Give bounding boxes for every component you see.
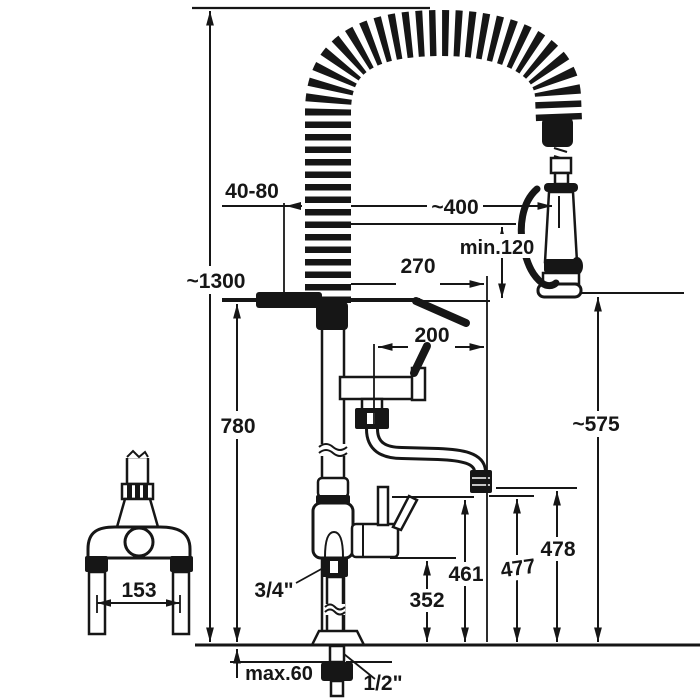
dim-spray-rest-height [576, 292, 684, 642]
mount-shank [328, 644, 346, 664]
dim-outlet-352 [390, 557, 456, 642]
detail-pipe-cut-mask [123, 450, 152, 458]
detail-collar-rib-1 [127, 485, 132, 498]
svg-text:477: 477 [499, 555, 537, 583]
spray-head [517, 117, 583, 299]
label-outlet-477: 477 [497, 553, 539, 583]
head-collar [549, 156, 573, 175]
hose-end-fitting [316, 302, 348, 330]
detail-collar-rib-3 [143, 485, 148, 498]
bracket-clamp [256, 292, 322, 308]
dimension-lines [96, 6, 700, 680]
detail-clamp-right [170, 556, 193, 572]
dim-inlet-spread [96, 595, 181, 613]
dimension-labels: ~1300 780 ~575 40-80 ~400 min.120 270 20… [121, 180, 623, 695]
head-band [544, 259, 578, 273]
label-wall-clearance: 40-80 [225, 180, 279, 203]
detail-clamp-left [85, 556, 108, 572]
dim-spout-reach [373, 343, 484, 428]
label-riser-height: 780 [216, 411, 260, 439]
dim-outlet-477 [489, 495, 534, 642]
label-total-height: ~1300 [183, 266, 249, 294]
lower-lever [391, 494, 419, 532]
swivel-spout-inner [368, 428, 484, 477]
leader-mount-thread [343, 653, 376, 680]
svg-text:~575: ~575 [572, 413, 620, 436]
hose-coupling [542, 117, 573, 147]
leader-supply-thread [295, 566, 326, 584]
mounting-nut [321, 662, 353, 681]
label-supply-thread: 3/4" [254, 579, 293, 602]
label-mount-thread: 1/2" [363, 672, 402, 695]
faucet-fixture [309, 298, 492, 698]
head-stem [553, 171, 570, 186]
base-flange [309, 629, 367, 647]
pipe-break-upper [318, 443, 348, 457]
lower-valve-body [311, 501, 355, 560]
detail-pipe [125, 455, 150, 486]
label-outlet-352: 352 [408, 589, 446, 612]
label-deck-thickness: max.60 [245, 663, 313, 685]
head-shoulder [544, 183, 578, 192]
spout-union-nut-mark [367, 413, 375, 424]
bracket-arm [412, 297, 470, 327]
detail-neck [115, 497, 160, 529]
label-spout-reach: 200 [414, 324, 449, 347]
svg-text:min.120: min.120 [460, 237, 534, 259]
head-body [543, 190, 579, 264]
svg-text:~1300: ~1300 [187, 270, 246, 293]
label-spray-rest-height: ~575 [570, 411, 623, 437]
detail-center-boss [123, 526, 155, 558]
label-inlet-spread: 153 [121, 579, 156, 602]
upper-lever [410, 342, 431, 377]
spout-holder-pin [376, 485, 390, 527]
lower-collar [316, 476, 350, 499]
dim-bracket-reach [350, 276, 488, 642]
label-outlet-478: 478 [539, 537, 576, 561]
svg-text:352: 352 [409, 589, 444, 612]
label-min-clearance: min.120 [458, 234, 536, 259]
detail-collar-rib-2 [135, 485, 140, 498]
supply-nut-mark [330, 561, 338, 573]
label-hose-reach: ~400 [431, 196, 478, 219]
wall-bracket [222, 292, 470, 327]
pipe-break-lower [324, 603, 346, 616]
svg-text:780: 780 [220, 415, 255, 438]
dim-outlet-478 [496, 487, 577, 642]
spray-lever [517, 185, 560, 290]
dim-wall-clearance [222, 202, 427, 299]
front-view-detail [85, 449, 193, 636]
side-arm [350, 522, 400, 559]
svg-text:461: 461 [448, 563, 483, 586]
spring-coil-hose [305, 9, 582, 330]
svg-text:478: 478 [540, 538, 575, 561]
dim-outlet-461 [392, 496, 474, 642]
label-outlet-461: 461 [447, 562, 484, 586]
supply-tail [329, 679, 345, 698]
upper-body-arm [338, 375, 417, 401]
detail-pipe-cut [126, 449, 149, 459]
spout-outlet-nozzle [470, 470, 492, 493]
label-bracket-reach: 270 [400, 255, 435, 278]
lower-body-dome [324, 530, 344, 558]
